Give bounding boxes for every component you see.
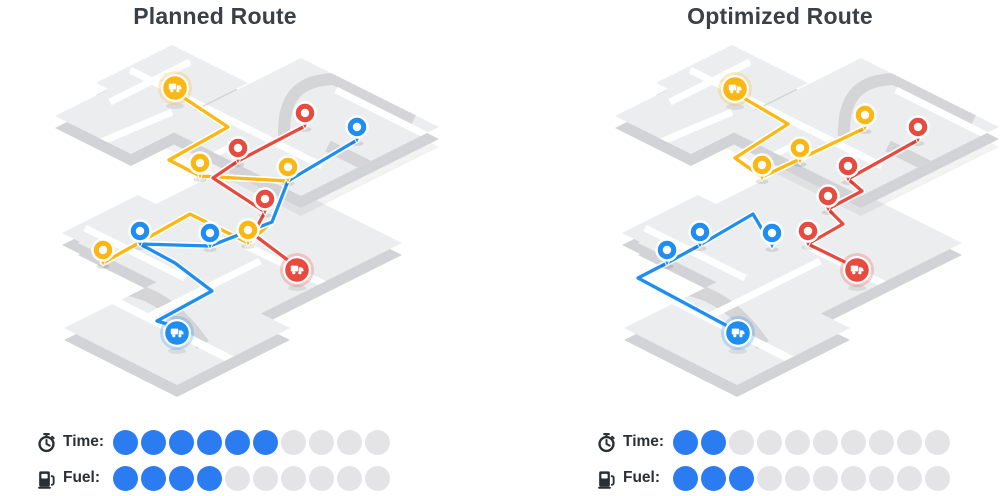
rating-dot-filled	[197, 465, 222, 491]
truck-icon	[731, 328, 745, 338]
rating-dot-empty	[253, 465, 278, 491]
isometric-maps	[0, 0, 1000, 430]
rating-dot-empty	[281, 429, 306, 455]
rating-dots	[673, 465, 950, 491]
rating-dot-filled	[169, 429, 194, 455]
rating-dot-filled	[197, 429, 222, 455]
rating-dot-filled	[141, 429, 166, 455]
red-route-line	[211, 124, 307, 266]
rating-dot-empty	[281, 465, 306, 491]
rating-dots	[673, 429, 950, 455]
stop-pin	[788, 136, 812, 167]
stop-pin	[906, 115, 930, 146]
rating-dot-empty	[729, 429, 754, 455]
stop-pin	[816, 184, 840, 215]
stop-pin	[688, 220, 712, 251]
rating-dot-filled	[113, 465, 138, 491]
stop-pin	[253, 187, 277, 218]
rating-dot-empty	[309, 465, 334, 491]
truck-marker	[718, 72, 752, 110]
optimized-fuel-row: Fuel:	[596, 465, 950, 491]
metric-label: Fuel:	[63, 469, 101, 486]
rating-dot-filled	[141, 465, 166, 491]
rating-dot-filled	[169, 465, 194, 491]
stop-pin	[836, 154, 860, 185]
metric-label: Time:	[63, 433, 105, 450]
rating-dot-filled	[701, 429, 726, 455]
blue-route-line	[636, 212, 774, 331]
stop-pin	[91, 238, 115, 269]
stop-pin	[345, 115, 369, 146]
rating-dot-empty	[225, 465, 250, 491]
rating-dot-empty	[841, 465, 866, 491]
fuel-pump-icon	[38, 470, 55, 489]
metric-label: Time:	[623, 433, 665, 450]
rating-dots	[113, 465, 390, 491]
stop-pin	[293, 101, 317, 132]
rating-dot-empty	[309, 429, 334, 455]
rating-dot-empty	[841, 429, 866, 455]
fuel-pump-icon	[598, 470, 615, 489]
rating-dot-empty	[925, 429, 950, 455]
stop-pin	[760, 221, 784, 252]
rating-dots	[113, 429, 390, 455]
stop-pin	[128, 219, 152, 250]
rating-dot-empty	[365, 429, 390, 455]
truck-icon	[170, 328, 184, 338]
planned-route-title: Planned Route	[133, 3, 297, 29]
rating-dot-empty	[785, 429, 810, 455]
rating-dot-filled	[701, 465, 726, 491]
planned-routes-overlay	[91, 71, 369, 354]
rating-dot-filled	[673, 429, 698, 455]
rating-dot-empty	[869, 429, 894, 455]
optimized-time-row: Time:	[596, 429, 950, 455]
stop-pin	[276, 155, 300, 186]
rating-dot-empty	[757, 429, 782, 455]
stop-pin	[236, 218, 260, 249]
rating-dot-filled	[253, 429, 278, 455]
rating-dot-empty	[869, 465, 894, 491]
rating-dot-filled	[729, 465, 754, 491]
optimized-route-title: Optimized Route	[687, 3, 873, 29]
rating-dot-empty	[925, 465, 950, 491]
rating-dot-empty	[757, 465, 782, 491]
rating-dot-empty	[337, 465, 362, 491]
truck-icon	[850, 265, 864, 275]
yellow-route-line	[733, 91, 867, 179]
clock-icon	[598, 432, 615, 452]
truck-marker	[840, 253, 874, 291]
rating-dot-empty	[813, 465, 838, 491]
truck-marker	[280, 253, 314, 291]
stop-pin	[750, 153, 774, 184]
clock-icon	[38, 432, 55, 452]
stop-pin	[198, 221, 222, 252]
stop-pin	[655, 238, 679, 269]
stop-pin	[226, 136, 250, 167]
rating-dot-filled	[673, 465, 698, 491]
truck-icon	[290, 265, 304, 275]
planned-fuel-row: Fuel:	[36, 465, 390, 491]
rating-dot-empty	[365, 465, 390, 491]
rating-dot-empty	[337, 429, 362, 455]
truck-marker	[160, 316, 194, 354]
stop-pin	[853, 103, 877, 134]
optimized-routes-overlay	[634, 72, 930, 354]
truck-icon	[168, 83, 182, 93]
planned-time-row: Time:	[36, 429, 390, 455]
rating-dot-empty	[813, 429, 838, 455]
stop-pin	[188, 151, 212, 182]
truck-icon	[728, 84, 742, 94]
rating-dot-empty	[897, 465, 922, 491]
metric-label: Fuel:	[623, 469, 661, 486]
rating-dot-filled	[225, 429, 250, 455]
truck-marker	[721, 316, 755, 354]
truck-marker	[158, 71, 192, 109]
rating-dot-filled	[113, 429, 138, 455]
stop-pin	[796, 219, 820, 250]
rating-dot-empty	[785, 465, 810, 491]
rating-dot-empty	[897, 429, 922, 455]
